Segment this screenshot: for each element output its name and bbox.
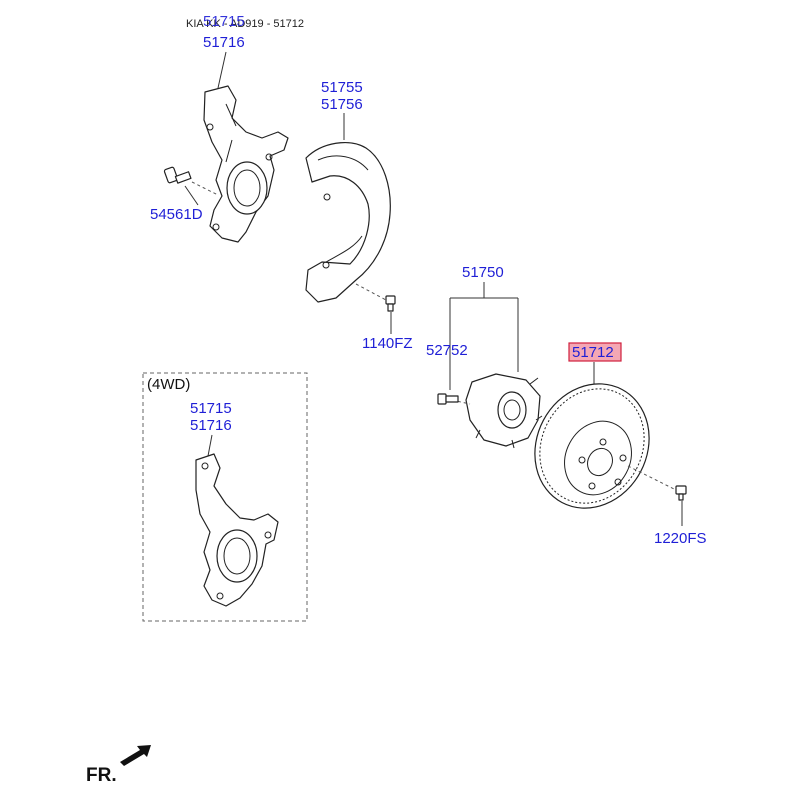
knuckle-4wd-hole-3 [216, 592, 224, 600]
screw-axis [627, 465, 677, 491]
shield-body [305, 141, 391, 303]
shield-hole-1 [323, 193, 331, 201]
knuckle-4wd-hole-2 [264, 531, 272, 539]
bolt-head [163, 166, 179, 184]
label-52752: 52752 [426, 342, 468, 359]
knuckle-bore-inner [233, 169, 261, 207]
bolt-axis [191, 181, 219, 196]
front-arrow-icon [120, 745, 151, 766]
label-54561d: 54561D [150, 206, 203, 223]
knuckle-4wd-bore-outer [216, 529, 258, 583]
dust-shield[interactable]: 51755 51756 [305, 79, 391, 303]
label-1220fs: 1220FS [654, 530, 707, 547]
leader-51715-4wd [207, 434, 213, 457]
disc-vent-ring [539, 388, 645, 504]
disc-label-highlight [568, 342, 622, 362]
header-title: KIA KK - AD919 - 51712 [186, 18, 304, 30]
hub-bolt-head [437, 393, 447, 405]
shield-hole-2 [322, 261, 330, 269]
knuckle-4wd-box [142, 372, 308, 622]
knuckle-hole-3 [265, 153, 273, 161]
disc-stud-hole-5 [588, 482, 596, 490]
header-overprint: 51715 [203, 13, 245, 30]
hub-center-inner [503, 399, 521, 421]
bolt-1140fz-shank [387, 303, 394, 312]
knuckle-4wd-group[interactable]: (4WD) 51715 51716 [142, 372, 308, 622]
bolt-1140fz-axis [355, 283, 387, 301]
screw-1220fs[interactable]: 1220FS [627, 465, 707, 547]
disc-stud-hole-1 [578, 456, 586, 464]
bolt-1140fz-head [385, 295, 396, 305]
bolt-54561d[interactable]: 54561D [150, 166, 219, 223]
disc-hat [564, 420, 632, 496]
leader-51716-top [217, 51, 227, 89]
label-4wd: (4WD) [147, 376, 190, 393]
disc-center-bore [587, 447, 613, 477]
knuckle-hole-1 [206, 123, 214, 131]
wheel-stud-4 [475, 429, 481, 439]
label-51716-top: 51716 [203, 34, 245, 51]
knuckle-4wd-bore-inner [223, 537, 251, 575]
hub-assembly[interactable]: 51750 52752 [426, 264, 543, 449]
label-1140fz: 1140FZ [362, 335, 413, 352]
wheel-stud-2 [535, 415, 543, 421]
hub-center-outer [497, 391, 527, 429]
knuckle-bore-outer [226, 161, 268, 215]
wheel-stud-1 [529, 377, 539, 385]
label-51756: 51756 [321, 96, 363, 113]
leader-51750-bracket [449, 282, 519, 390]
label-fr: FR. [86, 765, 117, 786]
disc-stud-hole-4 [614, 478, 622, 486]
shield-ribs [317, 155, 369, 263]
label-51755: 51755 [321, 79, 363, 96]
front-direction-marker: FR. [86, 745, 151, 786]
label-51712: 51712 [572, 344, 614, 361]
knuckle-4wd-hole-1 [201, 462, 209, 470]
wheel-stud-3 [511, 439, 515, 449]
brake-disc[interactable]: 51712 [513, 342, 670, 528]
bolt-1140fz[interactable]: 1140FZ [355, 283, 413, 352]
label-51715-4wd: 51715 [190, 400, 232, 417]
disc-stud-hole-3 [619, 454, 627, 462]
disc-stud-hole-2 [599, 438, 607, 446]
bolt-shank [174, 171, 192, 184]
label-51716-4wd: 51716 [190, 417, 232, 434]
steering-knuckle-upper[interactable]: 51716 [203, 34, 289, 243]
knuckle-ribs [225, 103, 237, 163]
disc-outer-face [534, 383, 650, 509]
label-51750: 51750 [462, 264, 504, 281]
hub-bolt-shank [445, 395, 459, 403]
knuckle-hole-2 [212, 223, 220, 231]
screw-head [675, 485, 687, 495]
screw-shank [678, 493, 684, 501]
header: KIA KK - AD919 - 51712 51715 [186, 13, 304, 30]
leader-54561d [184, 185, 199, 206]
